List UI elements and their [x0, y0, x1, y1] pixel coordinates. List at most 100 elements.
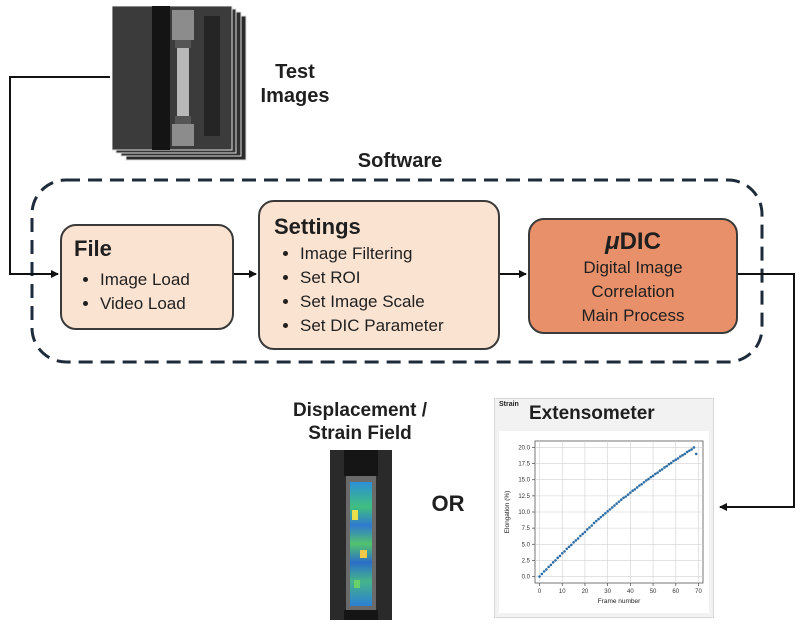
- y-tick-label: 20.0: [518, 445, 530, 451]
- data-point: [570, 543, 573, 547]
- data-point: [590, 524, 594, 527]
- data-point: [647, 477, 650, 481]
- data-point: [660, 468, 664, 471]
- data-point: [545, 568, 548, 571]
- data-point: [642, 481, 646, 484]
- software-frame: [30, 178, 764, 364]
- arrow-images-to-file: [9, 76, 110, 278]
- y-tick-label: 17.5: [518, 462, 530, 468]
- file-title: File: [74, 236, 112, 261]
- settings-item-scale: Set Image Scale: [300, 290, 484, 314]
- displacement-label-line1: Displacement /: [292, 400, 428, 421]
- data-point: [597, 517, 600, 521]
- strain-field-picture: [330, 450, 392, 620]
- file-box: File Image Load Video Load: [60, 224, 234, 330]
- data-point: [665, 464, 668, 468]
- data-point: [547, 565, 550, 569]
- data-point: [629, 491, 632, 494]
- x-tick-label: 40: [627, 589, 634, 595]
- data-point: [649, 475, 653, 479]
- data-point: [610, 506, 614, 509]
- data-point: [633, 488, 637, 491]
- data-point: [594, 519, 598, 523]
- data-point: [604, 511, 607, 515]
- udic-title-main: DIC: [619, 228, 661, 255]
- data-point: [685, 450, 689, 454]
- extensometer-panel-title: Strain: [499, 401, 519, 408]
- data-point: [542, 570, 546, 573]
- data-point: [638, 484, 641, 487]
- file-item-video-load: Video Load: [100, 292, 220, 316]
- data-point: [667, 462, 671, 466]
- arrow-udic-to-extensometer: [719, 273, 795, 511]
- data-point: [579, 534, 582, 538]
- x-tick-label: 60: [672, 589, 679, 595]
- file-item-image-load: Image Load: [100, 268, 220, 292]
- y-tick-label: 15.0: [518, 478, 530, 484]
- data-point: [635, 486, 639, 489]
- or-label: OR: [431, 491, 465, 516]
- x-axis-label: Frame number: [598, 598, 641, 605]
- udic-box: μDIC Digital Image Correlation Main Proc…: [528, 218, 738, 334]
- data-point: [694, 452, 698, 456]
- settings-item-dic-parameter: Set DIC Parameter: [300, 314, 484, 338]
- data-point: [626, 493, 630, 496]
- x-tick-label: 0: [538, 589, 542, 595]
- data-point: [572, 541, 575, 544]
- displacement-label: Displacement / Strain Field: [260, 399, 460, 445]
- test-images-stack: [112, 6, 248, 162]
- data-point: [606, 510, 609, 513]
- data-point: [669, 461, 673, 465]
- x-tick-label: 30: [604, 589, 611, 595]
- data-point: [567, 545, 571, 549]
- data-point: [640, 482, 644, 486]
- data-point: [608, 508, 612, 511]
- data-point: [560, 552, 564, 555]
- test-images-label-line2: Images: [260, 85, 330, 107]
- udic-title: μDIC: [536, 228, 730, 256]
- data-point: [688, 449, 691, 452]
- x-tick-label: 10: [559, 589, 566, 595]
- extensometer-label: Extensometer: [529, 403, 655, 424]
- data-point: [563, 550, 566, 553]
- test-images-icon: [112, 6, 247, 161]
- test-images-label: Test Images: [250, 60, 340, 108]
- data-point: [656, 471, 659, 474]
- data-point: [672, 459, 675, 463]
- y-tick-label: 12.5: [518, 494, 530, 500]
- data-point: [663, 466, 666, 469]
- udic-title-mu: μ: [605, 228, 620, 255]
- x-tick-label: 70: [695, 589, 702, 595]
- data-point: [654, 472, 657, 476]
- data-point: [599, 515, 603, 519]
- data-point: [585, 528, 589, 531]
- settings-box: Settings Image Filtering Set ROI Set Ima…: [258, 200, 500, 350]
- data-point: [592, 521, 596, 525]
- test-images-label-line1: Test: [275, 61, 315, 83]
- data-point: [551, 561, 555, 564]
- udic-line-2: Correlation: [591, 282, 675, 301]
- data-point: [576, 537, 580, 540]
- software-label: Software: [357, 150, 443, 172]
- file-list: Image Load Video Load: [74, 268, 220, 316]
- data-point: [678, 455, 682, 458]
- data-point: [601, 513, 605, 517]
- data-point: [565, 547, 569, 551]
- strain-field-image: [330, 450, 392, 620]
- settings-item-filtering: Image Filtering: [300, 242, 484, 266]
- settings-item-roi: Set ROI: [300, 266, 484, 290]
- data-point: [540, 572, 544, 576]
- y-axis-label: Elongation (%): [504, 491, 511, 534]
- data-point: [681, 453, 684, 457]
- data-point: [674, 458, 678, 462]
- data-point: [624, 495, 628, 498]
- y-tick-label: 2.5: [522, 558, 531, 564]
- udic-line-1: Digital Image: [583, 258, 683, 277]
- data-point: [549, 563, 553, 567]
- settings-list: Image Filtering Set ROI Set Image Scale …: [274, 242, 484, 338]
- data-point: [676, 457, 680, 460]
- data-point: [617, 500, 621, 503]
